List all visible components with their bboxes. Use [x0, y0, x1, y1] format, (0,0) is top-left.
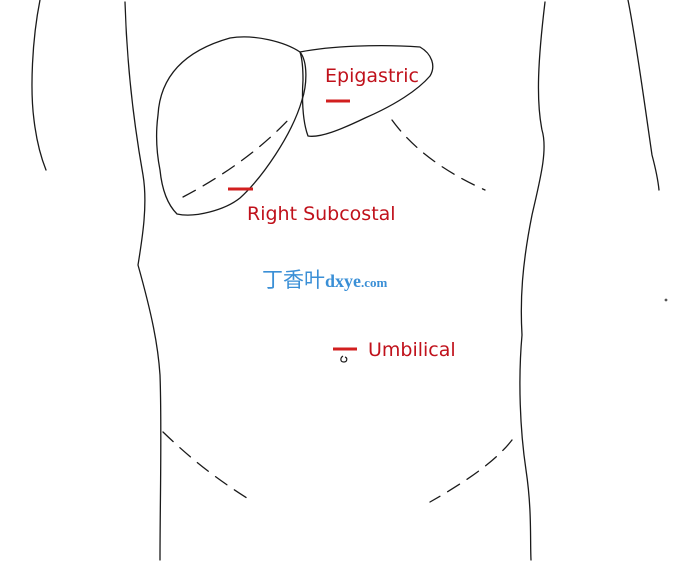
umbilical-label: Umbilical [368, 341, 456, 360]
watermark-tld: .com [361, 275, 387, 290]
left-inguinal-line [430, 440, 512, 502]
right-subcostal-label: Right Subcostal [247, 205, 396, 224]
left-costal-margin [392, 120, 485, 190]
watermark-domain: dxye [325, 271, 361, 291]
left-arm-outline [32, 0, 46, 170]
dot-mark [665, 299, 668, 302]
watermark: 丁香叶dxye.com [262, 270, 387, 291]
umbilicus-icon [341, 356, 347, 362]
incision-markers [228, 101, 357, 349]
left-torso-outline [125, 2, 161, 560]
liver-left-lobe [300, 46, 433, 137]
right-inguinal-line [163, 432, 250, 500]
right-torso-outline [520, 2, 545, 560]
epigastric-label: Epigastric [325, 67, 419, 86]
right-arm-outline [628, 0, 659, 190]
watermark-chinese: 丁香叶 [262, 268, 325, 292]
